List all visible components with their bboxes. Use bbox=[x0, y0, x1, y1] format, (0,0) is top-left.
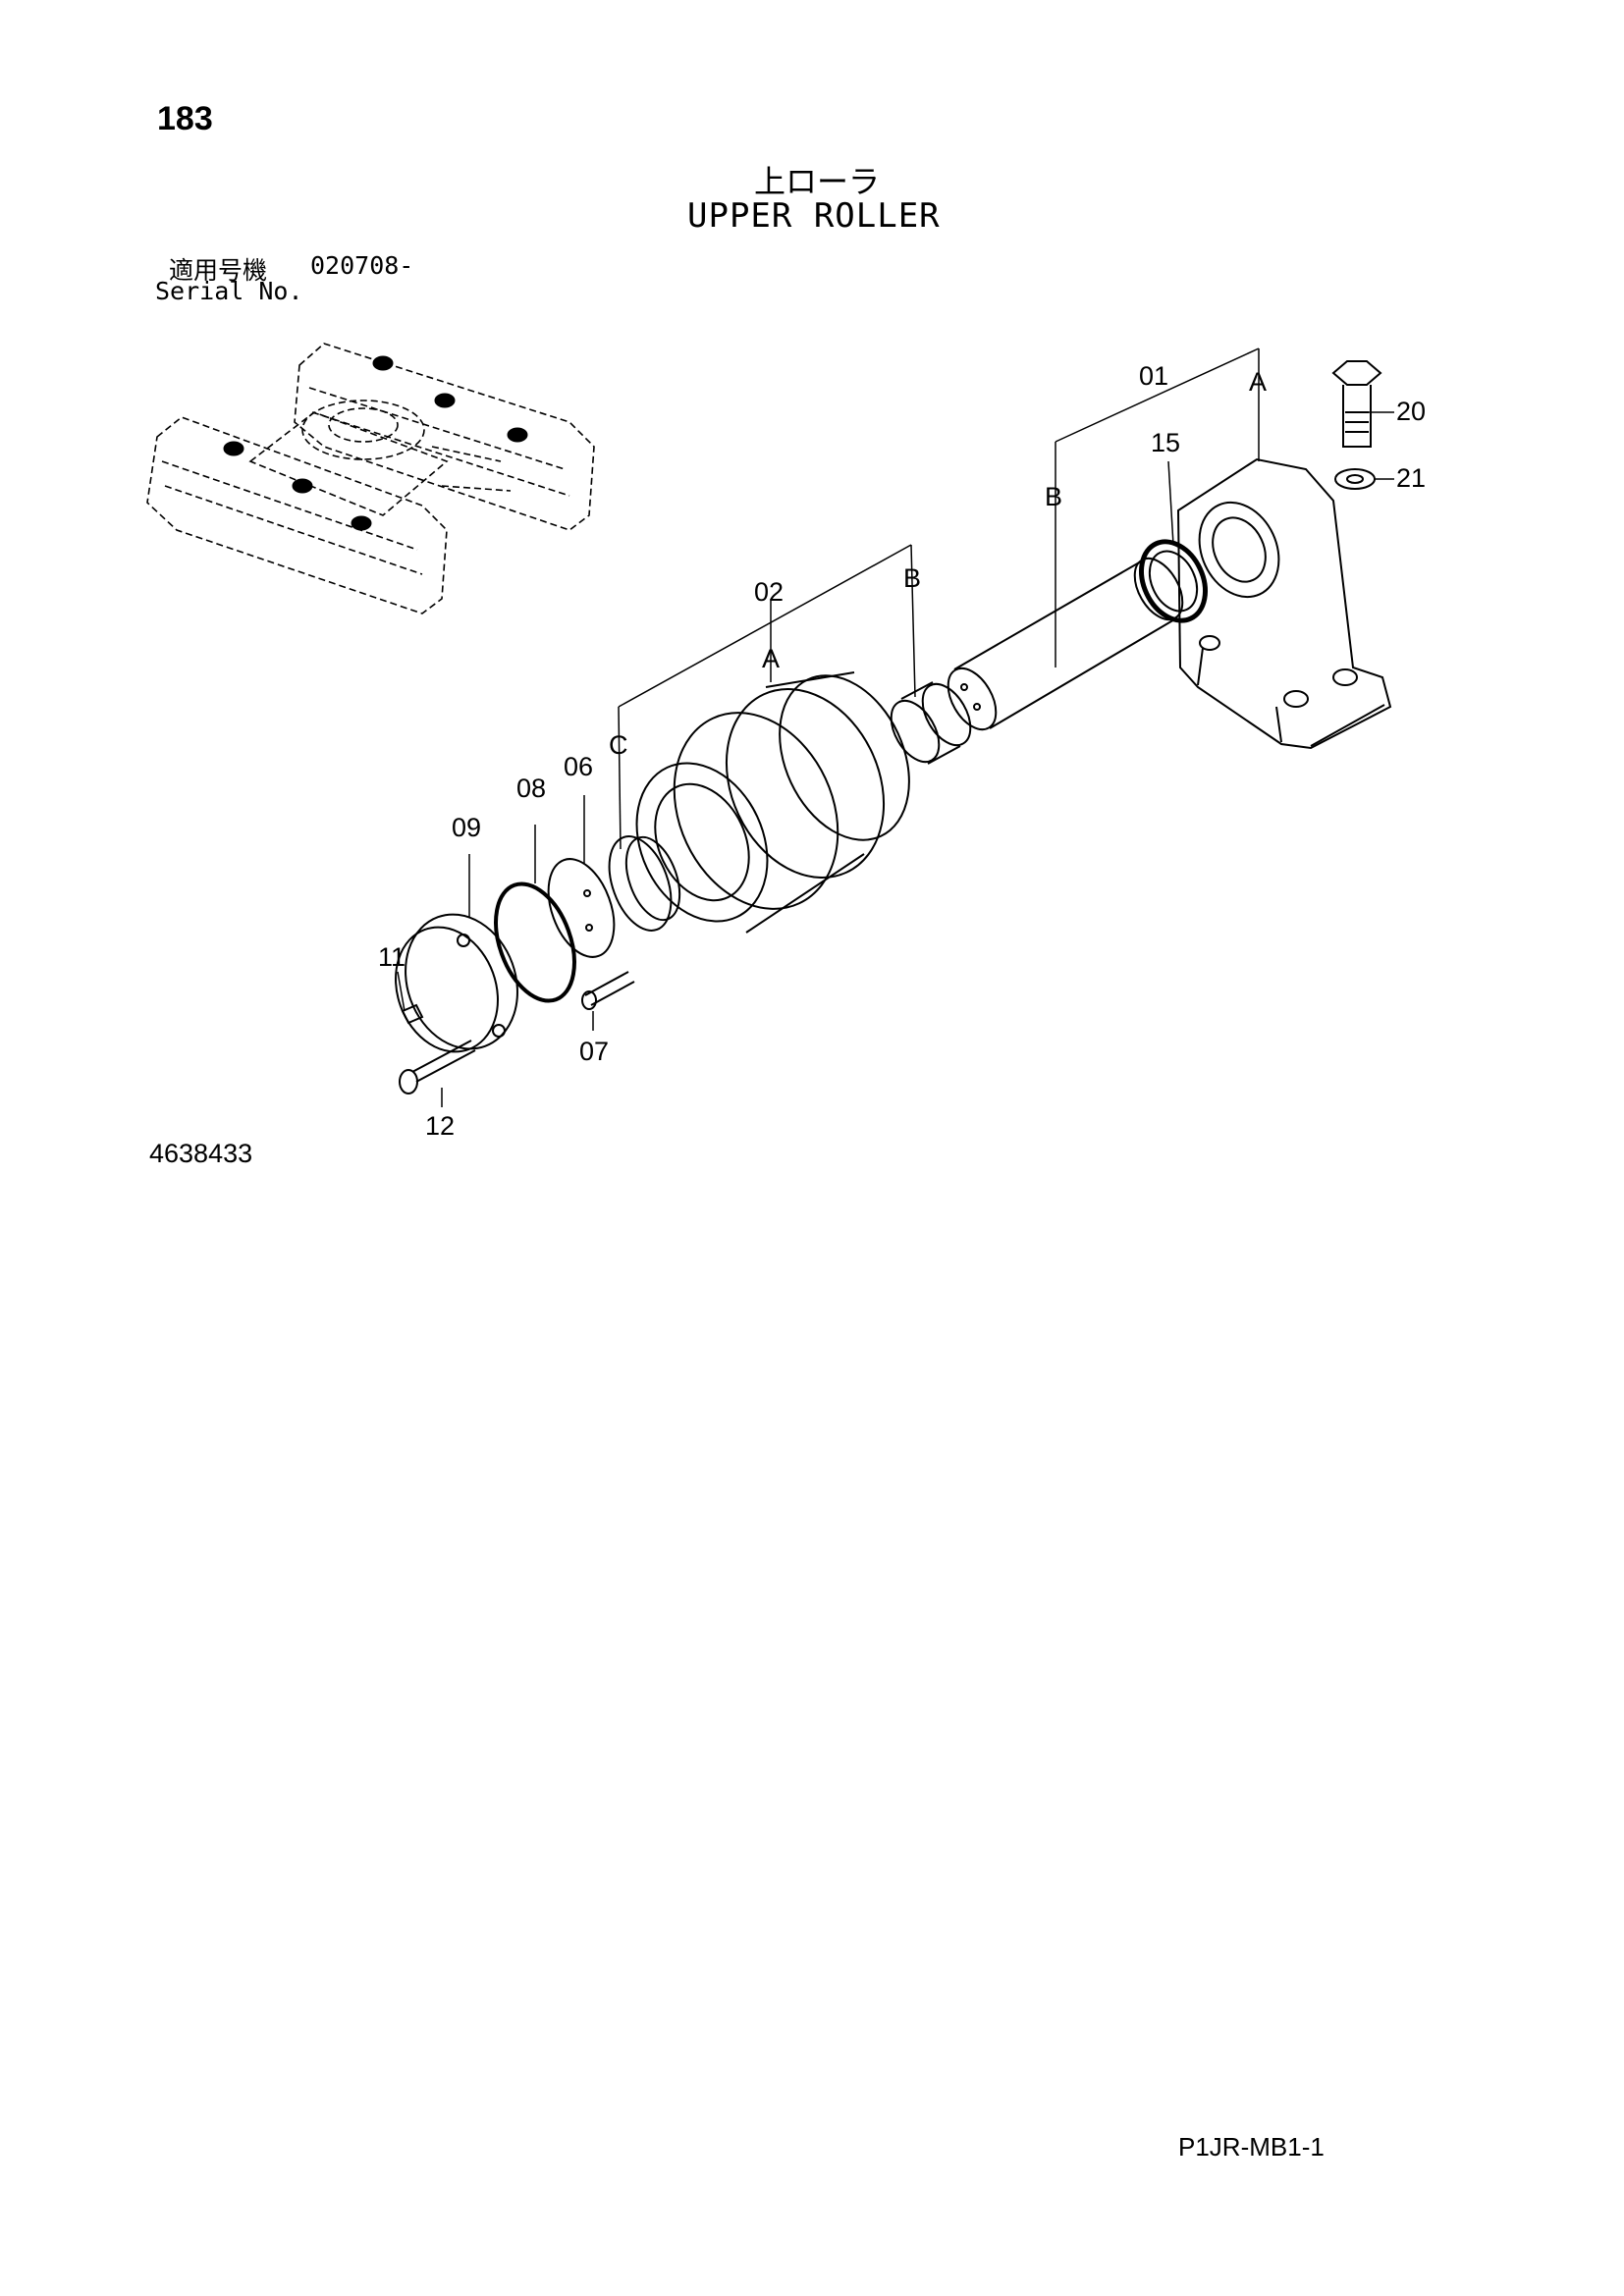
callout-15: 15 bbox=[1151, 428, 1180, 457]
undercarriage-thumbnail bbox=[146, 343, 595, 614]
bolt-part-12 bbox=[399, 1040, 476, 1095]
bolt-part-07 bbox=[581, 971, 635, 1010]
subassembly-letter-b-left: B bbox=[1045, 482, 1062, 511]
upper-roller-location-marks bbox=[223, 355, 528, 531]
page-title: UPPER ROLLER bbox=[687, 196, 941, 236]
callout-06: 06 bbox=[564, 752, 593, 781]
serial-label-japanese: 適用号機 bbox=[169, 256, 268, 285]
callout-01: 01 bbox=[1139, 361, 1168, 391]
serial-number-value: 020708- bbox=[310, 251, 414, 280]
cover-part-09 bbox=[395, 913, 518, 1053]
serial-label: Serial No. bbox=[155, 277, 303, 305]
seal-part-15 bbox=[1139, 539, 1208, 623]
subassembly-letter-a-top: A bbox=[1249, 367, 1267, 397]
seal-ring-part-c bbox=[608, 835, 681, 932]
callout-12: 12 bbox=[425, 1111, 455, 1141]
bushing-part-02b bbox=[890, 681, 972, 765]
callout-20: 20 bbox=[1396, 397, 1426, 426]
drawing-number: 4638433 bbox=[149, 1139, 253, 1168]
callout-07: 07 bbox=[579, 1037, 609, 1066]
subassembly-letter-a-mid: A bbox=[762, 644, 780, 673]
roller-part-02a bbox=[635, 671, 910, 934]
leader-lines bbox=[397, 347, 1394, 1107]
page-number: 183 bbox=[157, 100, 213, 137]
subassembly-letter-b-right: B bbox=[903, 563, 921, 593]
callout-11: 11 bbox=[378, 942, 406, 972]
callout-21: 21 bbox=[1396, 463, 1426, 493]
callout-08: 08 bbox=[516, 774, 546, 803]
bracket-part-01a bbox=[1176, 457, 1392, 750]
plug-part-11 bbox=[401, 1003, 424, 1025]
page-title-japanese: 上ローラ bbox=[754, 163, 881, 200]
subassembly-letter-c: C bbox=[609, 730, 628, 760]
washer-part-21 bbox=[1334, 468, 1376, 490]
o-ring-part-08 bbox=[494, 881, 576, 1003]
callout-02: 02 bbox=[754, 577, 784, 607]
sheet-code: P1JR-MB1-1 bbox=[1178, 2132, 1325, 2162]
bolt-part-20 bbox=[1331, 360, 1382, 448]
callout-09: 09 bbox=[452, 813, 481, 842]
thrust-plate-part-06 bbox=[547, 858, 616, 958]
shaft-part-01b bbox=[947, 557, 1184, 731]
